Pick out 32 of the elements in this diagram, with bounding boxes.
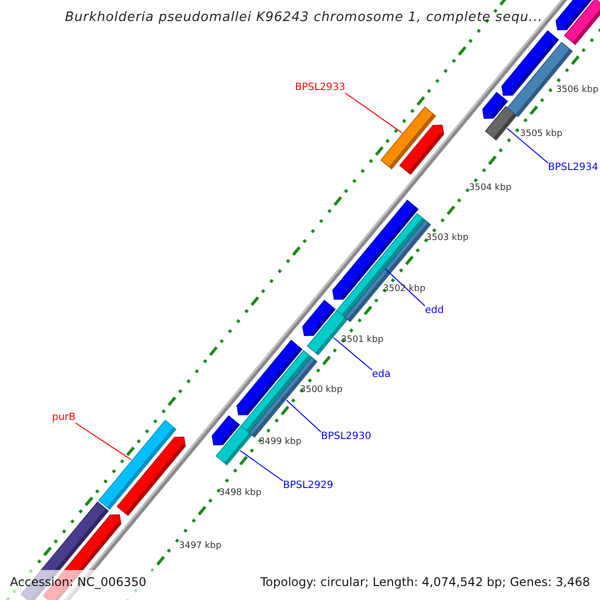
tick-label: 3504 kbp — [469, 184, 512, 193]
leader-line — [286, 400, 322, 432]
tick-label: 3505 kbp — [520, 130, 562, 139]
tick-label: 3506 kbp — [556, 86, 598, 95]
gene-block — [399, 124, 444, 175]
gene-label: BPSL2934 — [548, 163, 598, 173]
gene-label: BPSL2930 — [321, 432, 372, 442]
topology-text: Topology: circular; Length: 4,074,542 bp; Genes: 3,468 — [260, 576, 590, 588]
leader-line — [333, 337, 372, 370]
gene-block — [116, 436, 186, 516]
title: Burkholderia pseudomallei K96243 chromosome 1, complete sequ... — [65, 11, 543, 24]
gene-label: BPSL2933 — [295, 83, 346, 93]
tick-label: 3499 kbp — [259, 438, 302, 447]
gene-label: eda — [372, 370, 391, 380]
leader-line — [384, 268, 426, 306]
leader-line — [506, 128, 548, 164]
tick-label: 3503 kbp — [426, 234, 468, 243]
gene-label: BPSL2929 — [283, 481, 334, 491]
leader-line — [240, 450, 284, 482]
tick-label: 3500 kbp — [300, 386, 342, 395]
leader-line — [75, 422, 132, 460]
tick-label: 3502 kbp — [383, 285, 426, 294]
gene-block — [556, 0, 594, 30]
accession-text: Accession: NC_006350 — [10, 576, 146, 588]
tick-label: 3497 kbp — [179, 542, 222, 551]
gene-bar — [564, 0, 600, 46]
leader-line — [344, 92, 403, 134]
gene-label: edd — [425, 306, 444, 316]
tick-label: 3498 kbp — [219, 489, 262, 498]
tick-label: 3501 kbp — [341, 336, 384, 345]
gene-label: purB — [52, 413, 76, 423]
gene-bar — [216, 425, 252, 466]
